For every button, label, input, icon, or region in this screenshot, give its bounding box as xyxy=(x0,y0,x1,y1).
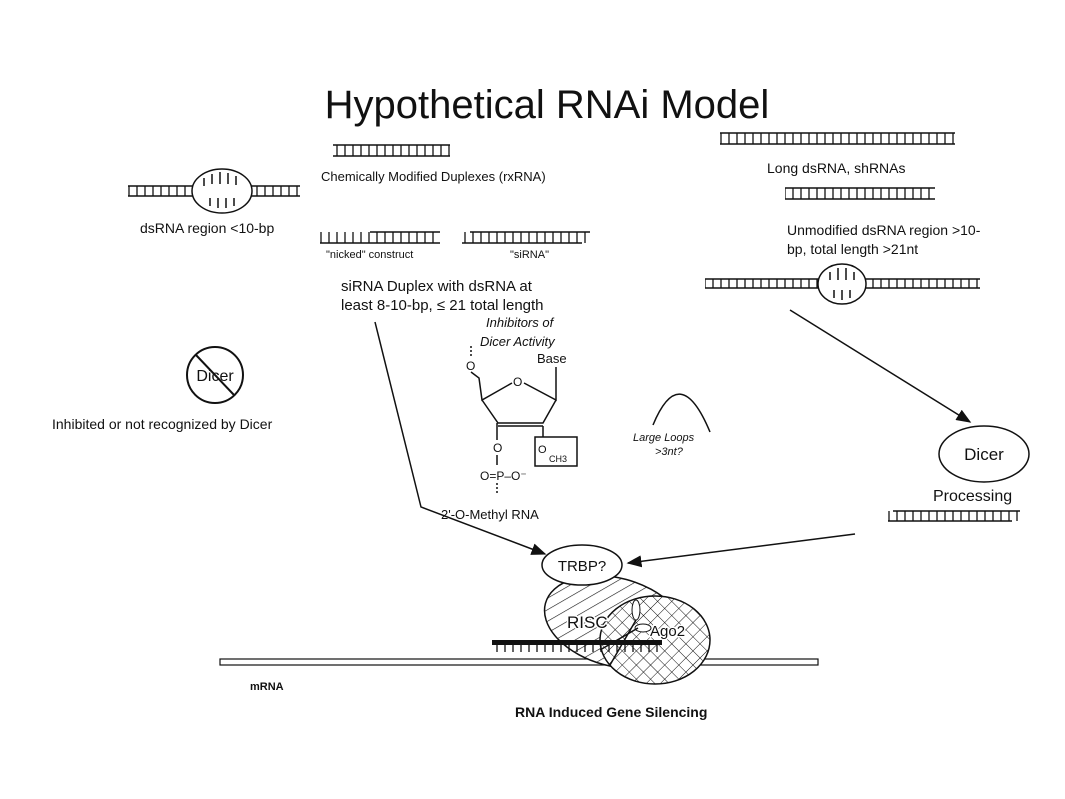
unmod-line1: Unmodified dsRNA region >10- xyxy=(787,222,981,238)
mrna-label: mRNA xyxy=(250,681,284,693)
trbp-node: TRBP? xyxy=(542,545,622,585)
svg-text:O: O xyxy=(493,441,502,455)
processed-sirna xyxy=(888,511,1020,521)
svg-text:RISC: RISC xyxy=(567,613,608,632)
silencing-label: RNA Induced Gene Silencing xyxy=(515,704,707,720)
svg-text:Base: Base xyxy=(537,351,567,366)
nicked-label: "nicked" construct xyxy=(326,249,413,261)
svg-text:TRBP?: TRBP? xyxy=(558,558,606,575)
long-dsrna-label: Long dsRNA, shRNAs xyxy=(767,160,906,176)
inhibitors-line1: Inhibitors of xyxy=(486,315,555,330)
inhibitors-line2: Dicer Activity xyxy=(480,334,556,349)
loop-arc xyxy=(653,394,710,432)
loops-line2: >3nt? xyxy=(655,446,684,458)
inhibited-label: Inhibited or not recognized by Dicer xyxy=(52,416,273,432)
svg-text:O: O xyxy=(538,444,547,456)
svg-text:CH3: CH3 xyxy=(549,454,567,464)
unmod-dsrna xyxy=(785,188,935,199)
dsrna-bubble-left xyxy=(128,169,300,213)
loops-line1: Large Loops xyxy=(633,432,695,444)
svg-text:Dicer: Dicer xyxy=(964,445,1004,464)
arrow-to-dicer xyxy=(790,310,970,422)
chem-mod-duplex xyxy=(333,145,450,156)
svg-text:O=P–O⁻: O=P–O⁻ xyxy=(480,469,527,483)
unmod-line2: bp, total length >21nt xyxy=(787,241,918,257)
methyl-rna-structure: Base O O O O=P–O⁻ O CH3 xyxy=(466,346,577,495)
dsrna-region-label: dsRNA region <10-bp xyxy=(140,220,274,236)
page-title: Hypothetical RNAi Model xyxy=(325,83,770,127)
processing-label: Processing xyxy=(933,488,1012,505)
arrow-from-dicer xyxy=(628,534,855,563)
duplex-desc-line2: least 8-10-bp, ≤ 21 total length xyxy=(341,297,544,314)
duplex-desc-line1: siRNA Duplex with dsRNA at xyxy=(341,278,533,295)
svg-text:O: O xyxy=(513,375,522,389)
dsrna-bubble-right xyxy=(705,264,980,304)
svg-text:Ago2: Ago2 xyxy=(650,623,685,640)
nicked-duplex xyxy=(320,232,440,243)
svg-text:O: O xyxy=(466,359,475,373)
long-dsrna xyxy=(720,133,955,144)
sirna-label: "siRNA" xyxy=(510,249,549,261)
dicer-node: Dicer xyxy=(939,426,1029,482)
dicer-inhibited-icon: Dicer xyxy=(187,347,243,403)
guide-strand xyxy=(492,640,662,652)
sirna-duplex xyxy=(462,232,590,243)
chem-mod-label: Chemically Modified Duplexes (rxRNA) xyxy=(321,169,546,184)
mrna-strand xyxy=(220,659,818,665)
